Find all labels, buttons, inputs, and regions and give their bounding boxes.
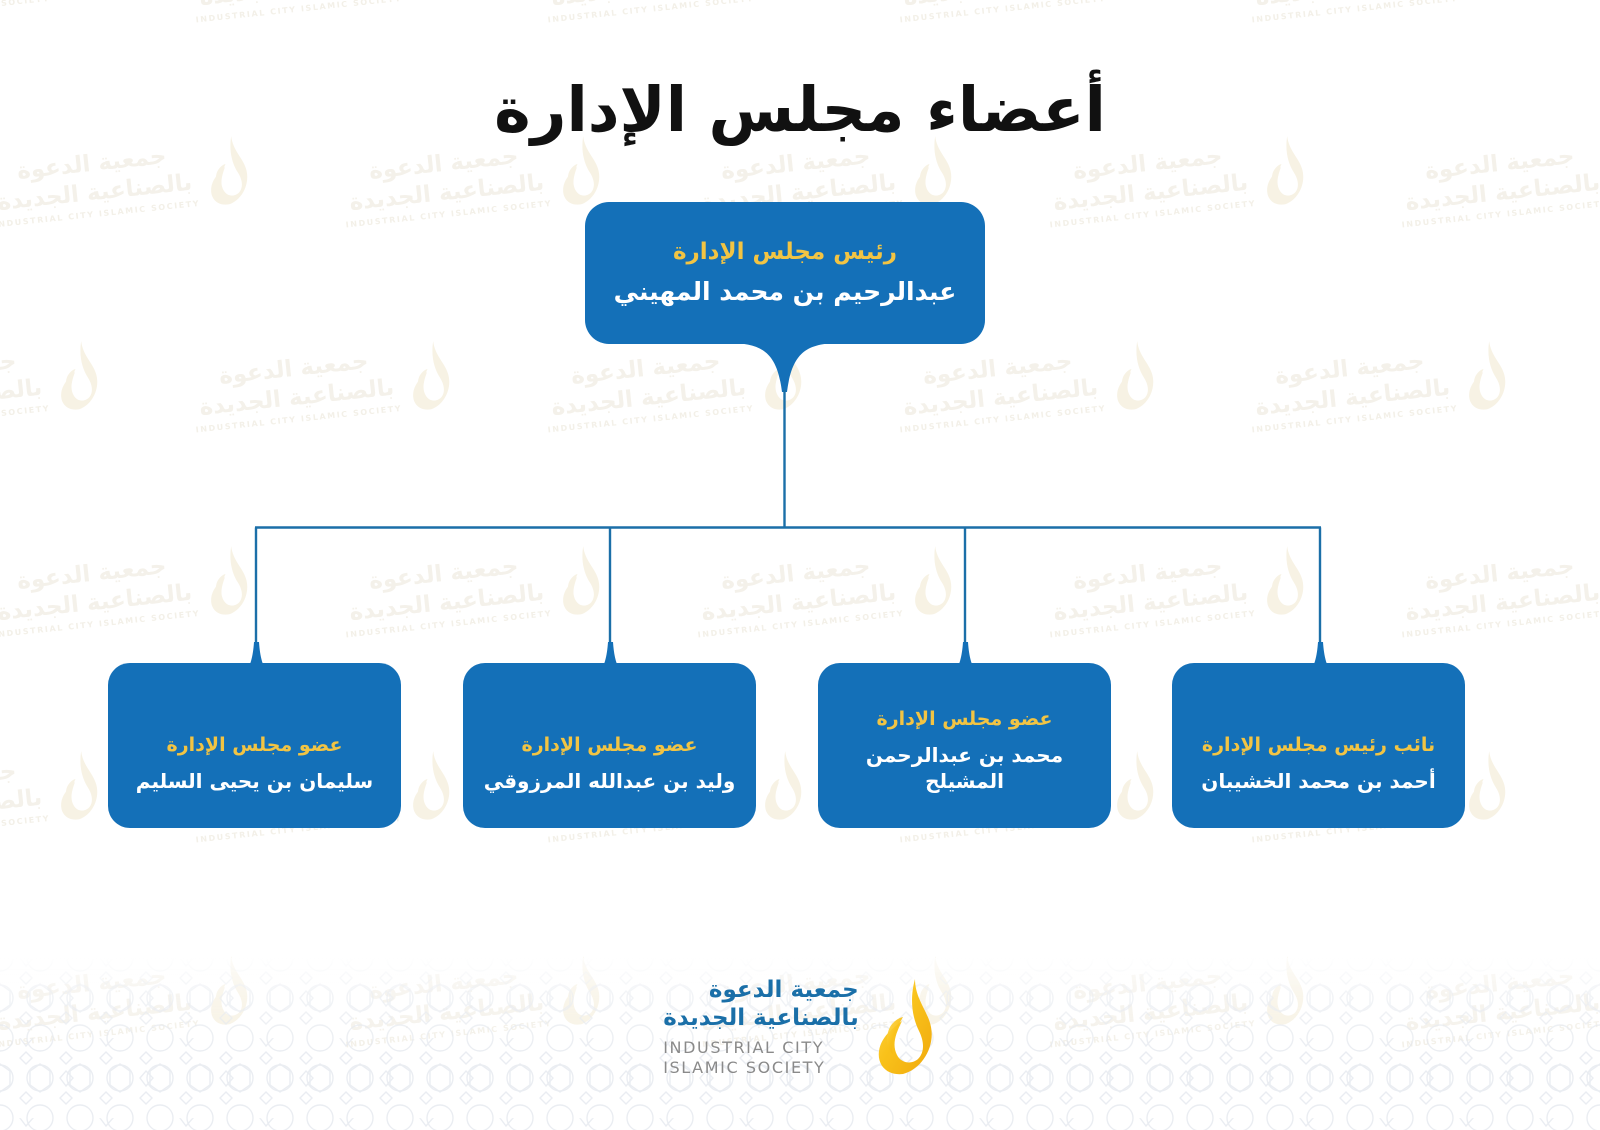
org-node-member-3[interactable]: عضو مجلس الإدارة سليمان بن يحيى السليم bbox=[108, 663, 401, 828]
flame-icon bbox=[875, 977, 937, 1077]
org-node-role: رئيس مجلس الإدارة bbox=[672, 238, 898, 265]
org-node-name: وليد بن عبدالله المرزوقي bbox=[483, 769, 736, 793]
org-node-chairman[interactable]: رئيس مجلس الإدارة عبدالرحيم بن محمد المه… bbox=[585, 202, 985, 344]
page-title: أعضاء مجلس الإدارة bbox=[494, 72, 1106, 146]
org-node-role: عضو مجلس الإدارة bbox=[876, 708, 1053, 731]
logo-arabic-line-2: بالصناعية الجديدة bbox=[663, 1005, 859, 1032]
org-node-name: أحمد بن محمد الخشيبان bbox=[1201, 769, 1436, 793]
logo-english-line-1: INDUSTRIAL CITY bbox=[663, 1038, 825, 1057]
logo-english-line-2: ISLAMIC SOCIETY bbox=[663, 1058, 826, 1077]
org-node-role: عضو مجلس الإدارة bbox=[521, 734, 698, 757]
org-node-role: عضو مجلس الإدارة bbox=[166, 734, 343, 757]
logo-english-block: INDUSTRIAL CITY ISLAMIC SOCIETY bbox=[663, 1038, 859, 1078]
footer-logo: جمعية الدعوة بالصناعية الجديدة INDUSTRIA… bbox=[0, 976, 1600, 1079]
org-node-vice-chairman[interactable]: نائب رئيس مجلس الإدارة أحمد بن محمد الخش… bbox=[1172, 663, 1465, 828]
logo-wordmark: جمعية الدعوة بالصناعية الجديدة INDUSTRIA… bbox=[663, 976, 859, 1079]
org-node-member-1[interactable]: عضو مجلس الإدارة محمد بن عبدالرحمن المشي… bbox=[818, 663, 1111, 828]
org-node-name: محمد بن عبدالرحمن المشيلح bbox=[865, 743, 1064, 793]
org-node-member-2[interactable]: عضو مجلس الإدارة وليد بن عبدالله المرزوق… bbox=[463, 663, 756, 828]
org-node-name: عبدالرحيم بن محمد المهيني bbox=[613, 276, 957, 306]
org-node-role: نائب رئيس مجلس الإدارة bbox=[1201, 734, 1436, 757]
org-node-name: سليمان بن يحيى السليم bbox=[135, 769, 374, 793]
logo-arabic-line-1: جمعية الدعوة bbox=[708, 976, 859, 1003]
